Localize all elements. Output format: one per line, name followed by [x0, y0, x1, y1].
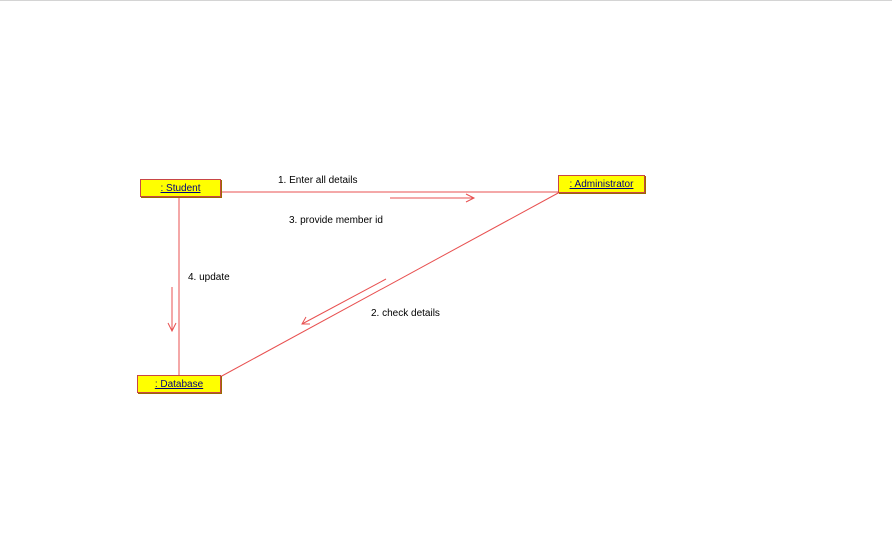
object-database[interactable]: : Database — [137, 375, 221, 393]
arrow-administrator-to-database — [301, 278, 387, 325]
arrow-student-to-administrator — [390, 193, 476, 203]
message-label-4: 4. update — [188, 272, 230, 283]
arrow-student-to-database — [167, 287, 177, 333]
message-label-1: 1. Enter all details — [278, 175, 358, 186]
link-administrator-database — [219, 191, 561, 378]
object-administrator[interactable]: : Administrator — [558, 175, 645, 193]
message-label-2: 2. check details — [371, 308, 440, 319]
message-label-3: 3. provide member id — [289, 215, 383, 226]
object-student[interactable]: : Student — [140, 179, 221, 197]
page-top-border — [0, 0, 892, 1]
